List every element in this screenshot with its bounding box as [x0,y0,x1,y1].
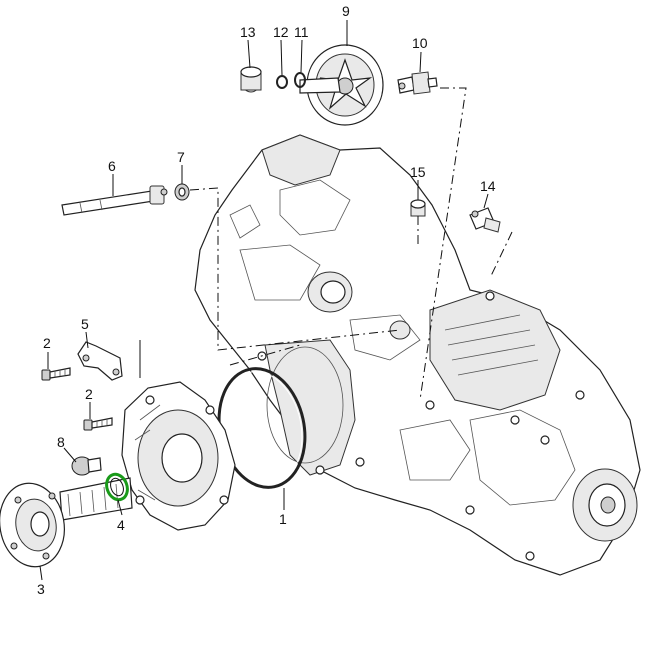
bolt-lower [83,417,113,431]
label-part-13: 13 [240,24,256,40]
label-part-4: 4 [117,517,125,533]
label-part-2-lower: 2 [85,386,93,402]
cap [240,66,262,93]
temperature-sender [397,71,438,95]
label-part-11: 11 [294,24,309,40]
shaft-seal-highlighted [105,472,129,502]
label-part-14: 14 [480,178,496,194]
assembly-lines [189,87,513,401]
label-part-9: 9 [342,3,350,19]
label-part-8: 8 [57,434,65,450]
seal-ring-small [174,183,190,201]
label-part-7: 7 [177,149,185,165]
label-part-2-upper: 2 [43,335,51,351]
speed-sensor [469,207,501,233]
label-part-6: 6 [108,158,116,174]
gear-wheel [299,44,384,126]
label-part-5: 5 [81,316,89,332]
drive-flange [0,477,133,568]
transmission-housing [194,134,641,576]
label-part-3: 3 [37,581,45,597]
circlip-small [276,75,288,89]
circlip-large [294,72,306,88]
shift-rod [61,185,168,216]
side-cover [121,381,236,531]
drain-plug [71,456,102,476]
label-part-10: 10 [412,35,428,51]
label-part-1: 1 [279,511,287,527]
label-part-15: 15 [410,164,426,180]
label-part-12: 12 [273,24,289,40]
leader-lines [39,20,489,581]
bush [410,199,426,217]
bolt-upper [41,367,71,381]
bracket [77,341,123,381]
